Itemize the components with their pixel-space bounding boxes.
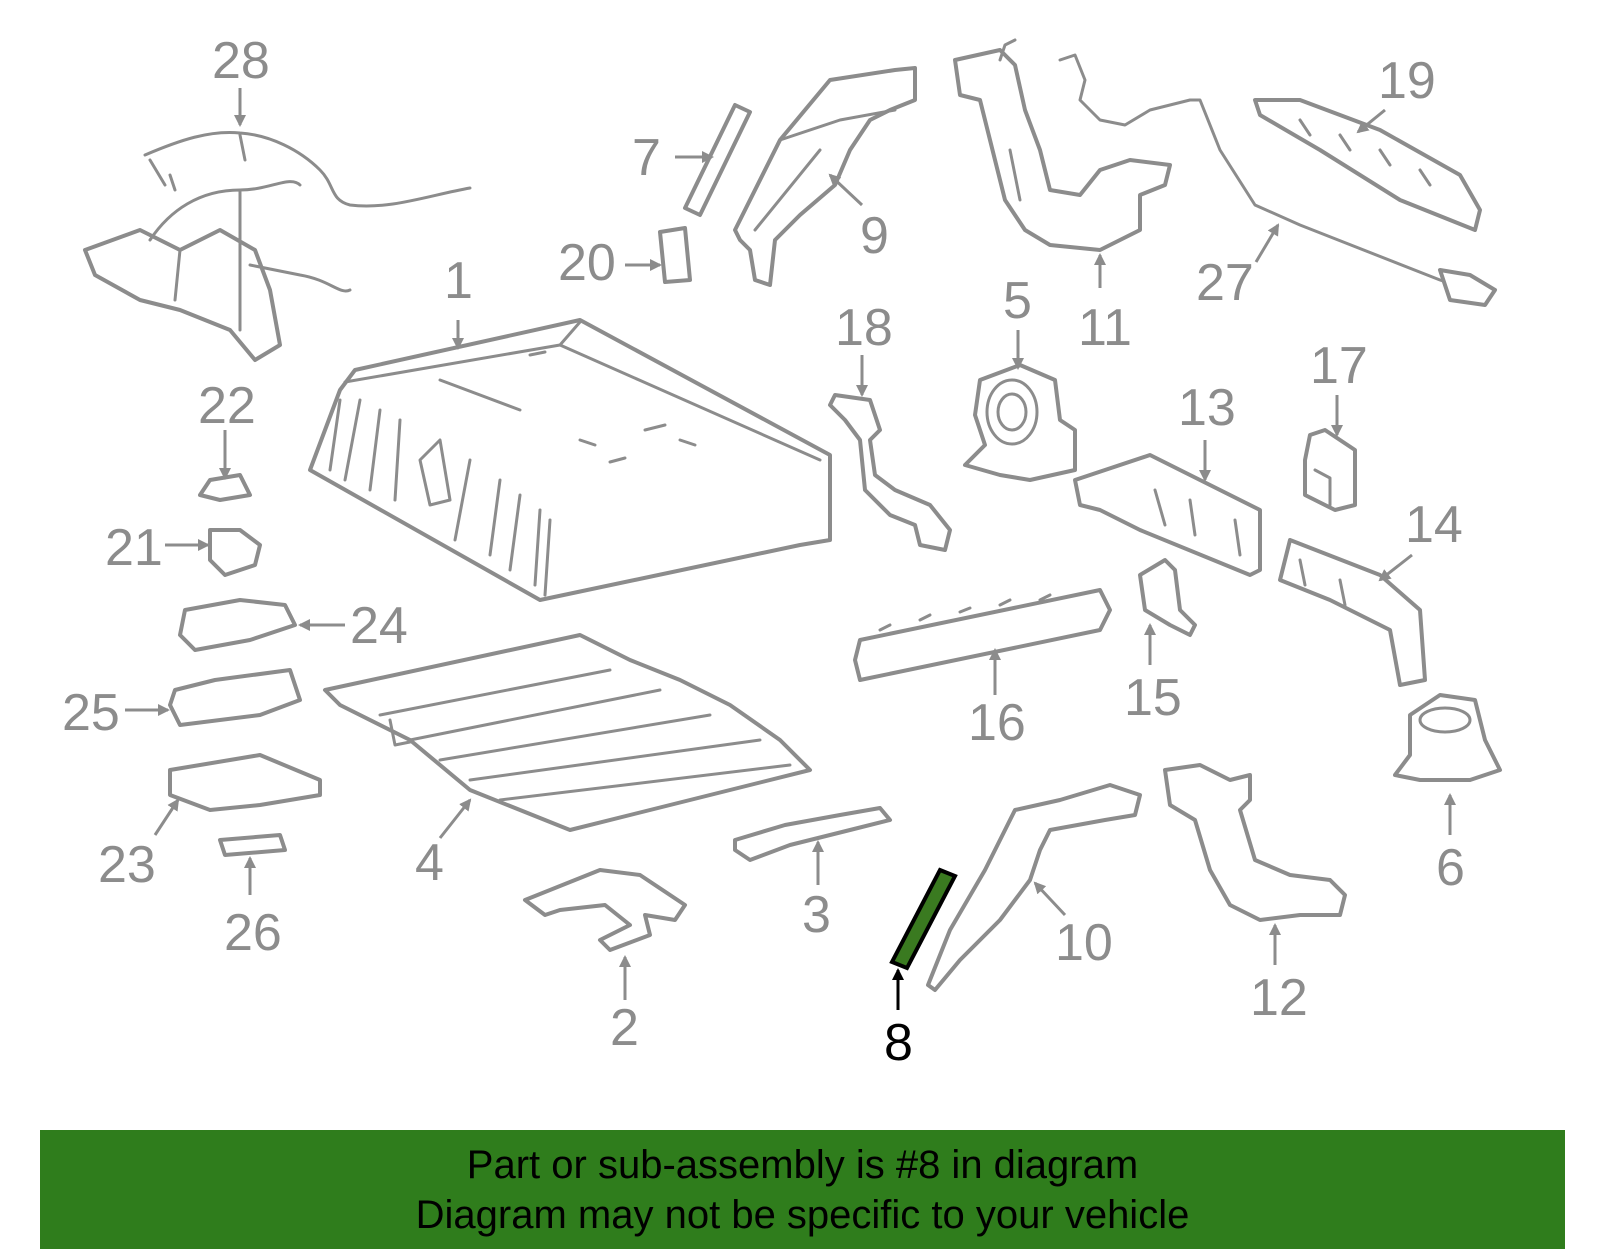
callout-24: 24 [350, 597, 408, 655]
callout-19: 19 [1378, 52, 1436, 110]
callout-26: 26 [224, 904, 282, 962]
part-27-cable [1058, 53, 1497, 307]
info-banner: Part or sub-assembly is #8 in diagram Di… [40, 1130, 1565, 1249]
part-17-relay-box [1303, 428, 1357, 512]
callout-20: 20 [558, 234, 616, 292]
part-11-air-duct [953, 38, 1172, 252]
part-15-bracket [1138, 558, 1197, 637]
part-25-control-unit [168, 668, 302, 727]
part-5-fan [963, 363, 1077, 482]
part-2-bracket [523, 868, 687, 952]
callout-17: 17 [1310, 337, 1368, 395]
callout-14: 14 [1405, 496, 1463, 554]
callout-7: 7 [632, 129, 661, 187]
arrow-27 [1254, 223, 1280, 263]
arrow-14 [1378, 553, 1413, 582]
callout-4: 4 [415, 834, 444, 892]
callout-2: 2 [610, 999, 639, 1057]
arrow-4 [438, 798, 472, 839]
callout-22: 22 [198, 377, 256, 435]
callout-28: 28 [212, 32, 270, 90]
callout-16: 16 [968, 694, 1026, 752]
part-4-lower-tray [323, 633, 812, 832]
callout-21: 21 [105, 519, 163, 577]
callout-12: 12 [1250, 969, 1308, 1027]
part-22-connector [198, 473, 252, 502]
part-7-seal-strip [683, 103, 752, 217]
part-14-bracket [1278, 538, 1427, 687]
callout-11: 11 [1078, 299, 1132, 357]
leader-arrows [125, 88, 1456, 1010]
part-3-bracket [733, 806, 892, 862]
callout-15: 15 [1124, 669, 1182, 727]
part-6-fan [1393, 693, 1502, 782]
part-8-seal-strip-highlighted[interactable] [889, 867, 958, 971]
callout-5: 5 [1003, 272, 1032, 330]
callout-3: 3 [802, 886, 831, 944]
part-19-rail [1253, 98, 1482, 232]
callout-9: 9 [860, 207, 889, 265]
callout-27: 27 [1196, 254, 1254, 312]
callout-23: 23 [98, 836, 156, 894]
part-1-battery-assembly [308, 318, 832, 602]
callout-6: 6 [1436, 839, 1465, 897]
part-23-bracket [168, 753, 322, 812]
callout-25: 25 [62, 684, 120, 742]
arrow-10 [1033, 881, 1067, 917]
arrow-23 [153, 798, 180, 836]
callout-18: 18 [835, 299, 893, 357]
part-26-block [218, 833, 287, 857]
part-9-air-duct [733, 66, 917, 287]
callout-8: 8 [884, 1014, 913, 1072]
part-16-rail [853, 588, 1112, 682]
part-21-connector [208, 528, 262, 577]
callout-13: 13 [1178, 379, 1236, 437]
callout-10: 10 [1055, 914, 1113, 972]
part-12-air-duct [1163, 763, 1347, 922]
part-20-clip [658, 226, 692, 284]
arrow-19 [1356, 108, 1386, 134]
part-28-wire-harness [83, 130, 472, 362]
part-24-control-unit [178, 598, 297, 652]
banner-line-1: Part or sub-assembly is #8 in diagram [466, 1143, 1139, 1187]
callout-1: 1 [444, 252, 473, 310]
part-13-bracket [1073, 453, 1262, 577]
part-18-pipe [828, 393, 952, 552]
part-10-air-duct [926, 783, 1142, 992]
banner-line-2: Diagram may not be specific to your vehi… [415, 1193, 1190, 1237]
callout-labels: 28 1 7 9 20 11 27 19 5 18 13 17 14 22 21… [62, 32, 1465, 1072]
arrow-9 [828, 173, 864, 207]
